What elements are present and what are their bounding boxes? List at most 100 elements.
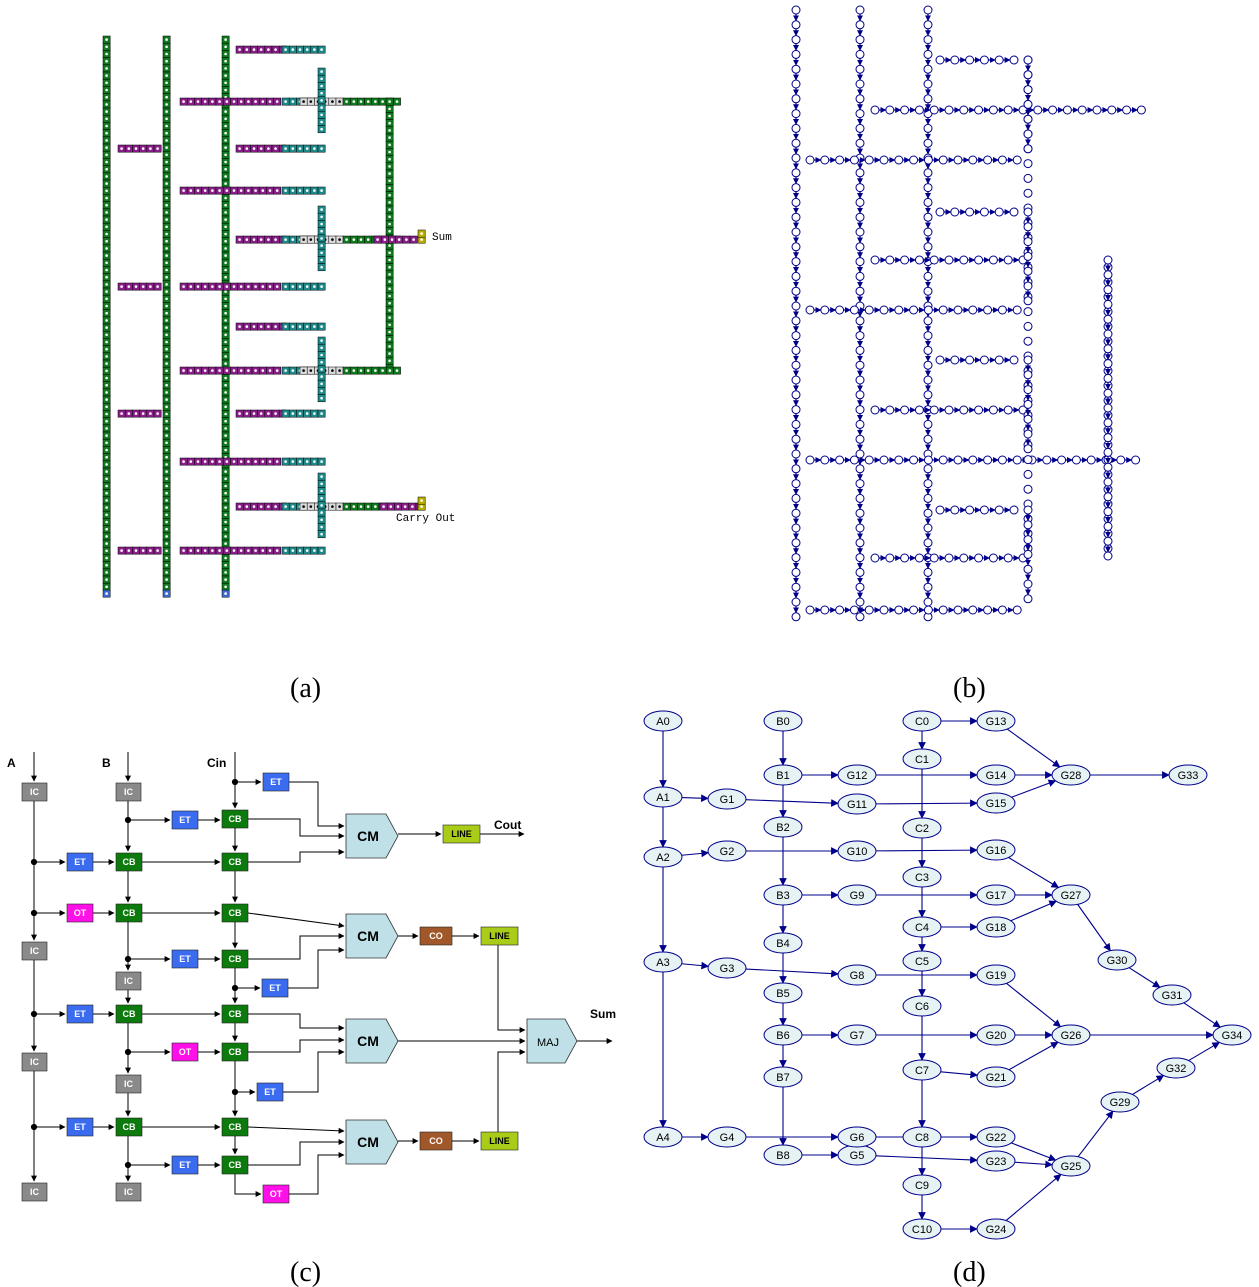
- qca-dot: [388, 309, 391, 312]
- qca-dot: [218, 549, 221, 552]
- wire: [234, 1174, 262, 1197]
- cell-node: [1023, 520, 1033, 530]
- svg-text:G3: G3: [720, 963, 735, 975]
- qca-dot: [165, 319, 168, 322]
- edge-G31-G34: [1183, 1002, 1221, 1028]
- cell-node: [791, 227, 801, 237]
- qca-dot: [165, 419, 168, 423]
- cell-node: [1103, 521, 1113, 531]
- qca-dot: [105, 592, 108, 595]
- svg-text:CM: CM: [357, 1033, 379, 1049]
- cell-node: [923, 168, 933, 178]
- svg-text:C1: C1: [915, 754, 929, 766]
- qca-dot: [224, 477, 227, 481]
- edge-A1-G1: [681, 794, 709, 803]
- cell-node: [855, 212, 865, 222]
- qca-dot: [224, 117, 227, 121]
- node-g14: G14: [976, 764, 1016, 786]
- qca-dot: [320, 475, 323, 478]
- node-g33: G33: [1168, 764, 1208, 786]
- cell-node: [791, 20, 801, 30]
- block-cb: CB: [115, 1004, 143, 1024]
- cell-node: [1003, 553, 1013, 563]
- qca-dot: [224, 592, 227, 595]
- qca-dot: [320, 525, 323, 529]
- cell-node: [1103, 433, 1113, 443]
- qca-dot: [105, 340, 108, 344]
- qca-dot: [320, 113, 323, 117]
- svg-text:ET: ET: [269, 983, 281, 993]
- qca-dot: [298, 189, 302, 192]
- node-c2: C2: [902, 817, 942, 839]
- qca-dot: [320, 339, 323, 342]
- cell-node: [1023, 549, 1033, 559]
- qca-dot: [105, 297, 108, 301]
- qca-dot: [224, 513, 227, 517]
- cell-node: [923, 582, 933, 592]
- qca-dot: [388, 157, 391, 161]
- qca-dot: [165, 124, 168, 128]
- qca-dot: [211, 549, 214, 552]
- qca-dot: [224, 304, 227, 308]
- cell-node: [974, 105, 984, 115]
- cell-node: [950, 207, 960, 217]
- block-cb: CB: [221, 1004, 249, 1024]
- svg-text:IC: IC: [30, 1187, 40, 1197]
- qca-dot: [291, 285, 295, 288]
- cell-node: [929, 405, 939, 415]
- svg-text:OT: OT: [74, 908, 87, 918]
- qca-dot: [211, 369, 214, 372]
- node-a4: A4: [643, 1126, 683, 1148]
- cell-node: [968, 605, 978, 615]
- cell-node: [929, 553, 939, 563]
- qca-dot: [320, 346, 323, 350]
- node-b7: B7: [763, 1066, 803, 1088]
- qca-dot: [165, 131, 168, 135]
- qca-dot: [320, 48, 323, 51]
- cell-node: [923, 464, 933, 474]
- qca-dot: [291, 48, 295, 51]
- block-ot: OT: [262, 1184, 290, 1204]
- cell-node: [855, 94, 865, 104]
- svg-text:C9: C9: [915, 1180, 929, 1192]
- qca-dot: [105, 52, 108, 56]
- qca-dot: [359, 369, 363, 372]
- qca-dot: [259, 238, 263, 241]
- qca-dot: [267, 412, 270, 415]
- qca-dot: [320, 265, 323, 269]
- block-et: ET: [256, 1082, 284, 1102]
- qca-dot: [224, 398, 227, 401]
- cell-node: [1023, 222, 1033, 232]
- cell-node: [849, 305, 859, 315]
- qca-dot: [388, 359, 391, 363]
- qca-dot: [105, 434, 108, 437]
- block-diagram-wires: [30, 752, 613, 1197]
- svg-text:C8: C8: [915, 1132, 929, 1144]
- cell-node: [1009, 207, 1019, 217]
- carry-out-label: Carry Out: [396, 513, 455, 525]
- cell-node: [997, 455, 1007, 465]
- node-c5: C5: [902, 950, 942, 972]
- qca-dot: [275, 369, 279, 372]
- qca-dot: [359, 100, 363, 103]
- cell-node: [923, 605, 933, 615]
- qca-dot: [134, 147, 138, 150]
- qca-dot: [261, 549, 265, 552]
- cell-node: [923, 94, 933, 104]
- cell-node: [923, 419, 933, 429]
- qca-dot: [291, 147, 295, 150]
- svg-text:IC: IC: [30, 946, 40, 956]
- caption-c: (c): [290, 1257, 321, 1287]
- cell-node: [791, 567, 801, 577]
- qca-dot: [338, 505, 341, 508]
- cell-node: [855, 597, 865, 607]
- cell-node: [855, 567, 865, 577]
- node-g12: G12: [837, 764, 877, 786]
- qca-dot: [366, 505, 370, 508]
- cell-node: [1023, 535, 1033, 545]
- qca-dot: [320, 504, 323, 507]
- node-g29: G29: [1100, 1091, 1140, 1113]
- svg-text:G1: G1: [720, 794, 735, 806]
- cell-node: [791, 419, 801, 429]
- cell-node: [923, 197, 933, 207]
